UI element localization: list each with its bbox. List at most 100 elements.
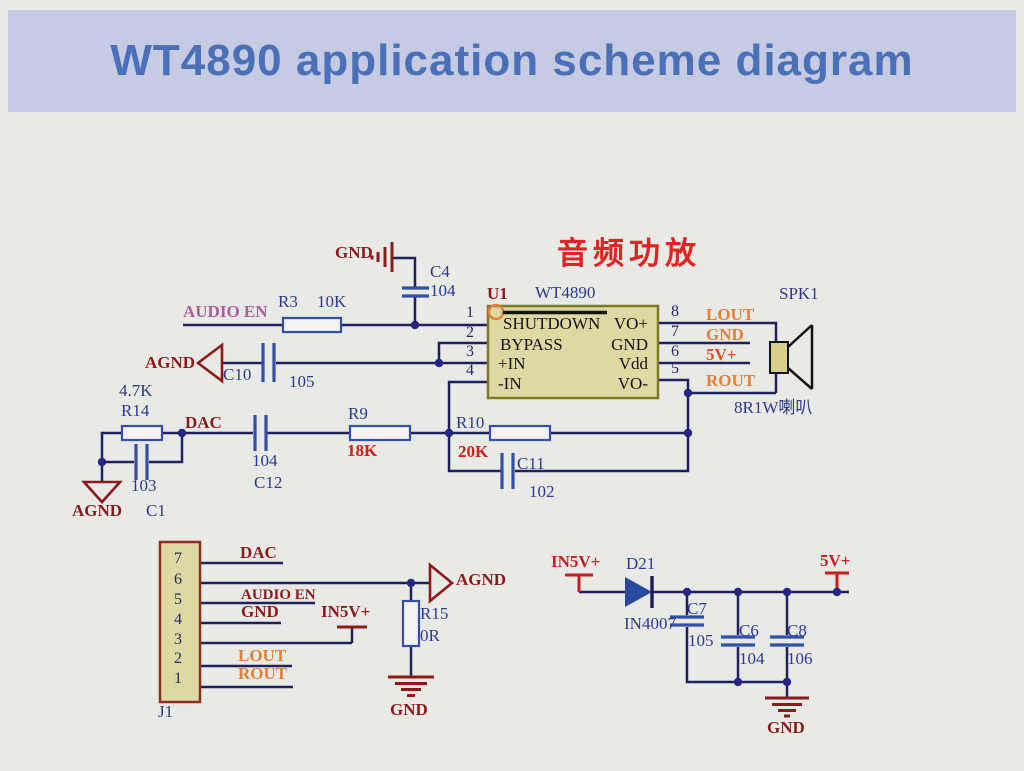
c6-ref: C6 bbox=[739, 621, 759, 640]
r9-ref: R9 bbox=[348, 404, 368, 423]
res-r3 bbox=[281, 316, 343, 334]
pin-name-vo-plus: VO+ bbox=[613, 314, 648, 333]
junction-dots bbox=[97, 320, 842, 687]
r3-ref: R3 bbox=[278, 292, 298, 311]
speaker-cone-icon bbox=[787, 324, 814, 390]
gnd-earth-power-icon bbox=[765, 696, 809, 718]
c1-ref: C1 bbox=[146, 501, 166, 520]
net-label-gnd-ic: GND bbox=[706, 325, 744, 344]
agnd-bottom-icon bbox=[81, 480, 123, 504]
ic-outline bbox=[486, 304, 660, 400]
c12-value: 104 bbox=[252, 451, 278, 470]
power-flags bbox=[565, 571, 849, 592]
c10-value: 105 bbox=[289, 372, 315, 391]
j1-net-in5v: IN5V+ bbox=[321, 602, 371, 621]
in5v-power-flag-icon bbox=[565, 573, 593, 592]
cap-c12 bbox=[253, 415, 268, 451]
j1-pin-1: 1 bbox=[174, 670, 182, 687]
diode-d21 bbox=[625, 576, 654, 608]
pin-name-minus-in: -IN bbox=[498, 374, 522, 393]
wire-ic-right bbox=[658, 321, 778, 395]
c7-ref: C7 bbox=[687, 599, 707, 618]
j1-net-audio-en: AUDIO EN bbox=[241, 587, 316, 603]
capacitors bbox=[134, 286, 804, 647]
power-in5v-label: IN5V+ bbox=[551, 552, 601, 571]
j1-net-lout: LOUT bbox=[238, 646, 287, 665]
d21-part: IN4007 bbox=[624, 614, 676, 633]
j1-net-agnd: AGND bbox=[456, 570, 507, 589]
resistors bbox=[120, 316, 552, 648]
res-r10 bbox=[488, 424, 552, 442]
wire-c4-branch bbox=[393, 256, 417, 325]
net-label-dac: DAC bbox=[185, 413, 222, 432]
net-label-audio-en: AUDIO EN bbox=[183, 302, 268, 321]
res-r9 bbox=[348, 424, 412, 442]
d21-ref: D21 bbox=[626, 554, 656, 573]
wire-j1-pins bbox=[200, 561, 430, 689]
res-r14 bbox=[120, 424, 164, 442]
j1-net-gnd: GND bbox=[241, 602, 279, 621]
j1-pin-7: 7 bbox=[174, 550, 182, 567]
c1-value: 103 bbox=[131, 476, 157, 495]
gnd-label-r15: GND bbox=[390, 700, 428, 719]
agnd-label-bottom: AGND bbox=[72, 501, 123, 520]
r15-value: 0R bbox=[420, 626, 440, 645]
j1-pin-5: 5 bbox=[174, 591, 182, 608]
speaker-desc: 8R1W喇叭 bbox=[734, 398, 813, 417]
c10-ref: C10 bbox=[223, 365, 252, 384]
res-r15 bbox=[401, 599, 421, 648]
pin-name-shutdown: SHUTDOWN bbox=[503, 314, 601, 333]
c6-value: 104 bbox=[739, 649, 765, 668]
cap-c8 bbox=[770, 635, 804, 647]
c4-value: 104 bbox=[430, 281, 456, 300]
pin-name-vo-minus: VO- bbox=[617, 374, 648, 393]
wire-pin4 bbox=[447, 380, 488, 433]
header-banner: WT4890 application scheme diagram bbox=[8, 10, 1016, 112]
cap-c7 bbox=[670, 615, 704, 627]
cap-c10 bbox=[261, 343, 276, 382]
j1-pin-3: 3 bbox=[174, 631, 182, 648]
j1-net-dac: DAC bbox=[240, 543, 277, 562]
cap-c6 bbox=[721, 635, 755, 647]
pin-number-1: 1 bbox=[466, 304, 474, 321]
ground-symbols bbox=[81, 242, 809, 718]
pin-number-2: 2 bbox=[466, 324, 474, 341]
r3-value: 10K bbox=[317, 292, 347, 311]
cap-c4 bbox=[402, 286, 429, 298]
pin-name-bypass: BYPASS bbox=[500, 335, 563, 354]
j1-pin-4: 4 bbox=[174, 611, 182, 628]
c4-ref: C4 bbox=[430, 262, 450, 281]
c7-value: 105 bbox=[688, 631, 714, 650]
c8-value: 106 bbox=[787, 649, 813, 668]
gnd-label-top: GND bbox=[335, 243, 373, 262]
net-label-5v-ic: 5V+ bbox=[706, 345, 737, 364]
r9-value: 18K bbox=[347, 441, 378, 460]
c11-value: 102 bbox=[529, 482, 555, 501]
wire-c11-loop bbox=[447, 393, 690, 473]
agnd-label-mid: AGND bbox=[145, 353, 196, 372]
j1-body bbox=[158, 540, 202, 704]
u1-part: WT4890 bbox=[535, 283, 596, 302]
power-5v-label: 5V+ bbox=[820, 551, 851, 570]
wire-r14-loop bbox=[100, 431, 184, 482]
pin-name-gnd: GND bbox=[611, 335, 648, 354]
j1-net-rout: ROUT bbox=[238, 664, 288, 683]
wire-c10-bypass bbox=[222, 341, 488, 365]
r14-ref: R14 bbox=[121, 401, 150, 420]
speaker-driver-icon bbox=[769, 341, 789, 374]
agnd-left-icon bbox=[195, 342, 224, 384]
r10-value: 20K bbox=[458, 442, 489, 461]
wires bbox=[100, 256, 849, 698]
net-label-lout: LOUT bbox=[706, 305, 755, 324]
spk1-ref: SPK1 bbox=[779, 284, 819, 303]
cap-c1 bbox=[134, 444, 149, 480]
pin-name-vdd: Vdd bbox=[618, 354, 648, 373]
speaker-symbol bbox=[769, 324, 814, 390]
ic-body bbox=[486, 303, 660, 400]
pin-number-6: 6 bbox=[671, 343, 679, 360]
u1-ref: U1 bbox=[487, 284, 508, 303]
gnd-earth-r15-icon bbox=[388, 675, 434, 697]
c12-ref: C12 bbox=[254, 473, 283, 492]
